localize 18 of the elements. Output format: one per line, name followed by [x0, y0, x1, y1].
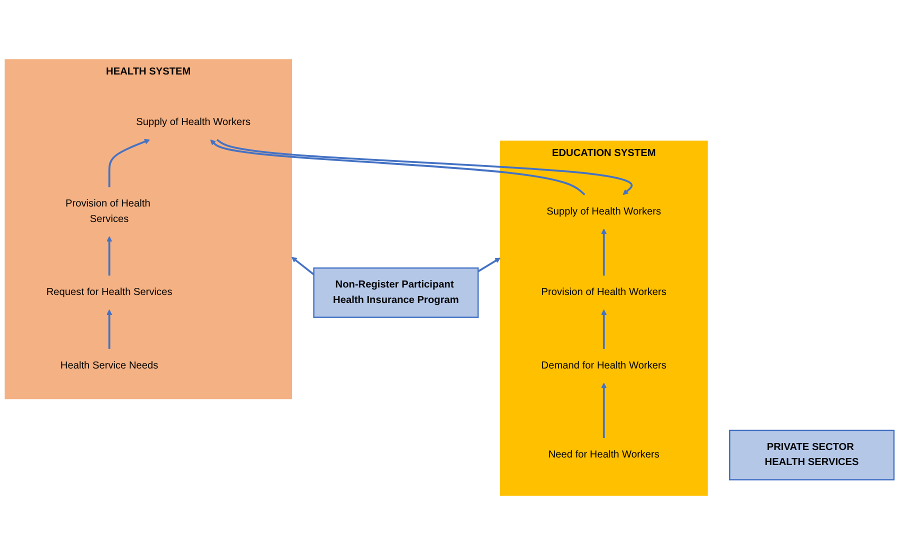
node-text: Health Service Needs: [60, 360, 158, 372]
node-text: Supply of Health Workers: [546, 206, 662, 217]
node-box: Non-Register Participant Health Insurance Program: [313, 267, 479, 318]
arrow: [106, 236, 112, 276]
node-text: Supply of Health Workers: [136, 116, 251, 128]
node-text: Need for Health Workers: [548, 449, 660, 460]
arrow: [601, 228, 607, 276]
arrow: [601, 382, 607, 438]
arrow: [601, 309, 607, 349]
arrow: [291, 256, 314, 276]
node-text: Provision of Health Services: [65, 198, 150, 224]
arrow: [106, 309, 112, 349]
node-text: Request for Health Services: [46, 286, 172, 298]
node-text: Provision of Health Workers: [541, 286, 666, 298]
arrow: [478, 258, 500, 272]
node-text: Demand for Health Workers: [541, 360, 666, 372]
node-box: PRIVATE SECTOR HEALTH SERVICES: [729, 430, 895, 480]
arrow: [108, 138, 150, 188]
